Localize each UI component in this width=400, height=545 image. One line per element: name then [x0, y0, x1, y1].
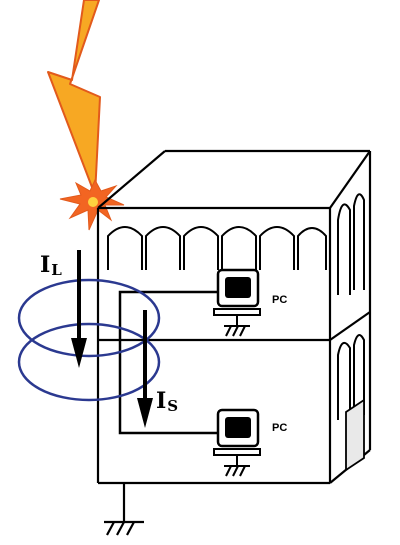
- pc-lower-screen: [225, 417, 251, 438]
- magnetic-field-loops: [17, 278, 161, 402]
- lightning-current-arrow: [71, 250, 87, 368]
- pc-upper-base: [213, 308, 261, 316]
- pc-lower: PC: [213, 408, 287, 477]
- lightning-current-label: IL: [40, 252, 62, 279]
- induced-current-label: IS: [156, 388, 178, 415]
- induced-current-arrow: [137, 310, 153, 428]
- lightning-current-label-main: I: [40, 252, 50, 278]
- induced-current-label-main: I: [156, 388, 166, 414]
- pc-upper-label: PC: [272, 294, 287, 306]
- side-windows: [337, 193, 365, 420]
- pc-upper-screen: [225, 277, 251, 298]
- lightning-current-label-sub: L: [51, 261, 62, 279]
- lightning-bolt: [47, 0, 101, 196]
- side-door: [345, 398, 365, 472]
- wiring-upper: [118, 290, 218, 435]
- impact-spark-core: [88, 197, 98, 207]
- building: [96, 149, 372, 485]
- pc-lower-base: [213, 448, 261, 456]
- ground-earth-symbol: [104, 483, 144, 536]
- ceiling-arches: [107, 226, 327, 270]
- pc-lower-label: PC: [272, 422, 287, 434]
- pc-upper: PC: [213, 268, 287, 337]
- induced-current-label-sub: S: [167, 397, 178, 415]
